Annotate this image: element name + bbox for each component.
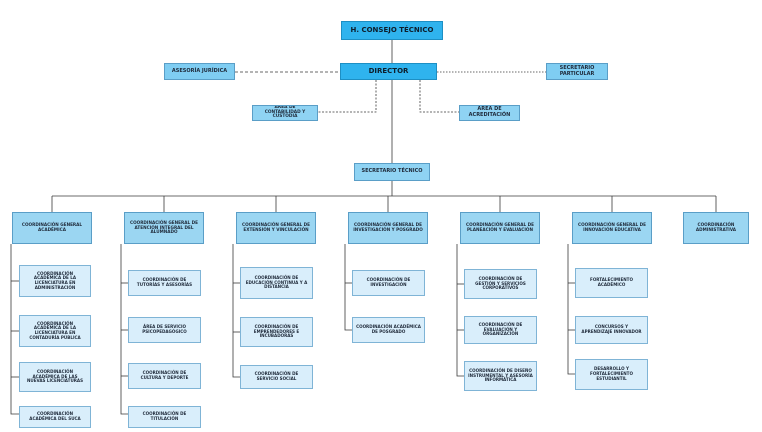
sub-box-nuevas-licenciaturas: COORDINACIÓN ACADÉMICA DE LAS NUEVAS LIC…	[19, 362, 91, 392]
sub-box-evaluacion-organizacion: COORDINACIÓN DE EVALUACIÓN Y ORGANIZACIÓ…	[464, 316, 537, 344]
coordinacion-innovacion-educativa-box: COORDINACIÓN GENERAL DE INNOVACIÓN EDUCA…	[572, 212, 652, 244]
director-box: DIRECTOR	[340, 63, 437, 80]
sub-box-investigacion: COORDINACIÓN DE INVESTIGACIÓN	[352, 270, 425, 296]
sub-box-concursos-aprendizaje: CONCURSOS Y APRENDIZAJE INNOVADOR	[575, 316, 648, 344]
asesoria-juridica-box: ASESORÍA JURÍDICA	[164, 63, 235, 80]
sub-box-tutorias: COORDINACIÓN DE TUTORÍAS Y ASESORÍAS	[128, 270, 201, 296]
coordinacion-investigacion-posgrado-box: COORDINACIÓN GENERAL DE INVESTIGACIÓN Y …	[348, 212, 428, 244]
sub-box-gestion-servicios: COORDINACIÓN DE GESTIÓN Y SERVICIOS CORP…	[464, 269, 537, 299]
secretario-tecnico-box: SECRETARIO TÉCNICO	[354, 163, 430, 181]
sub-box-licenciatura-administracion: COORDINACIÓN ACADÉMICA DE LA LICENCIATUR…	[19, 265, 91, 297]
area-acreditacion-box: ÁREA DE ACREDITACIÓN	[459, 105, 520, 121]
sub-box-psicopedagogico: ÁREA DE SERVICIO PSICOPEDAGÓGICO	[128, 317, 201, 343]
coordinacion-administrativa-box: COORDINACIÓN ADMINISTRATIVA	[683, 212, 749, 244]
sub-box-educacion-continua: COORDINACIÓN DE EDUCACIÓN CONTINUA Y A D…	[240, 267, 313, 299]
sub-box-diseno-instrumental: COORDINACIÓN DE DISEÑO INSTRUMENTAL Y AS…	[464, 361, 537, 391]
sub-box-emprendedores: COORDINACIÓN DE EMPRENDEDORES E INCUBADO…	[240, 317, 313, 347]
area-contabilidad-box: ÁREA DE CONTABILIDAD Y CUSTODIA	[252, 105, 318, 121]
coordinacion-general-academica-box: COORDINACIÓN GENERAL ACADÉMICA	[12, 212, 92, 244]
secretario-particular-box: SECRETARIO PARTICULAR	[546, 63, 608, 80]
sub-box-fortalecimiento-academico: FORTALECIMIENTO ACADÉMICO	[575, 268, 648, 298]
sub-box-licenciatura-contaduria: COORDINACIÓN ACADÉMICA DE LA LICENCIATUR…	[19, 315, 91, 347]
coordinacion-atencion-alumnado-box: COORDINACIÓN GENERAL DE ATENCIÓN INTEGRA…	[124, 212, 204, 244]
sub-box-posgrado: COORDINACIÓN ACADÉMICA DE POSGRADO	[352, 317, 425, 343]
sub-box-titulacion: COORDINACIÓN DE TITULACIÓN	[128, 406, 201, 428]
sub-box-suca: COORDINACIÓN ACADÉMICA DEL SUCA	[19, 406, 91, 428]
sub-box-servicio-social: COORDINACIÓN DE SERVICIO SOCIAL	[240, 365, 313, 389]
consejo-tecnico-box: H. CONSEJO TÉCNICO	[341, 21, 443, 40]
coordinacion-planeacion-evaluacion-box: COORDINACIÓN GENERAL DE PLANEACIÓN Y EVA…	[460, 212, 540, 244]
coordinacion-extension-vinculacion-box: COORDINACIÓN GENERAL DE EXTENSIÓN Y VINC…	[236, 212, 316, 244]
sub-box-cultura-deporte: COORDINACIÓN DE CULTURA Y DEPORTE	[128, 363, 201, 389]
sub-box-desarrollo-estudiantil: DESARROLLO Y FORTALECIMIENTO ESTUDIANTIL	[575, 359, 648, 390]
